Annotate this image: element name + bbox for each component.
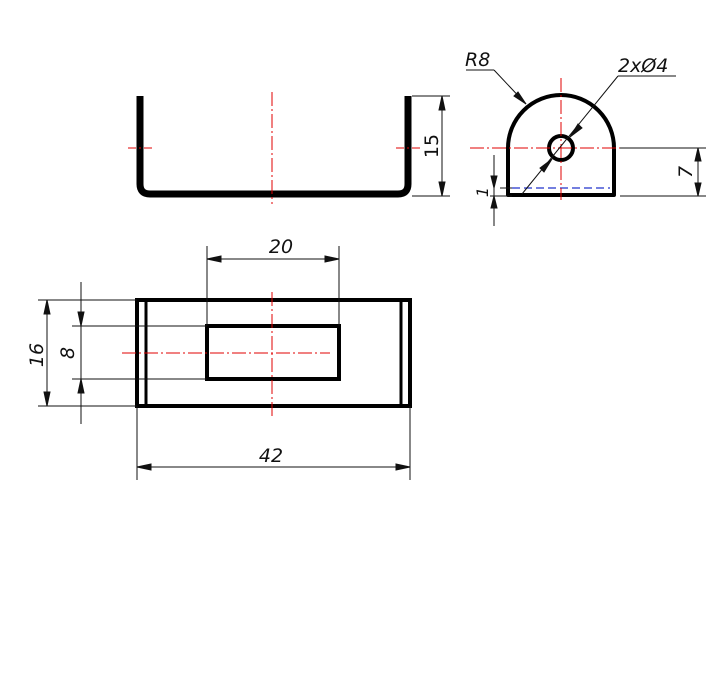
- side-height-label: 7: [675, 166, 697, 178]
- thickness-label: 1: [473, 187, 492, 197]
- top-view-outline: [135, 298, 412, 408]
- slot-height-dimension: [72, 282, 207, 424]
- side-view: R8 2xØ4 7 1: [465, 49, 706, 226]
- holes-label: 2xØ4: [618, 55, 668, 77]
- slot-height-label: 8: [57, 347, 79, 359]
- side-height-dimension: [620, 147, 706, 197]
- front-height-dimension: [412, 95, 450, 197]
- thickness-dimension: [490, 155, 512, 226]
- radius-leader: [466, 69, 527, 105]
- front-view: 15: [128, 92, 450, 204]
- side-view-outline: [506, 93, 616, 197]
- total-length-label: 42: [259, 445, 283, 467]
- hole-leader: [521, 75, 676, 195]
- outer-height-label: 16: [26, 343, 48, 367]
- outer-height-dimension: [38, 299, 137, 407]
- slot-width-label: 20: [269, 236, 293, 258]
- radius-label: R8: [465, 49, 490, 71]
- front-height-label: 15: [421, 134, 443, 158]
- slot-width-dimension: [206, 246, 340, 326]
- top-view: 20 16 8 42: [26, 236, 412, 480]
- total-length-dimension: [136, 406, 411, 480]
- front-view-outline: [136, 96, 412, 198]
